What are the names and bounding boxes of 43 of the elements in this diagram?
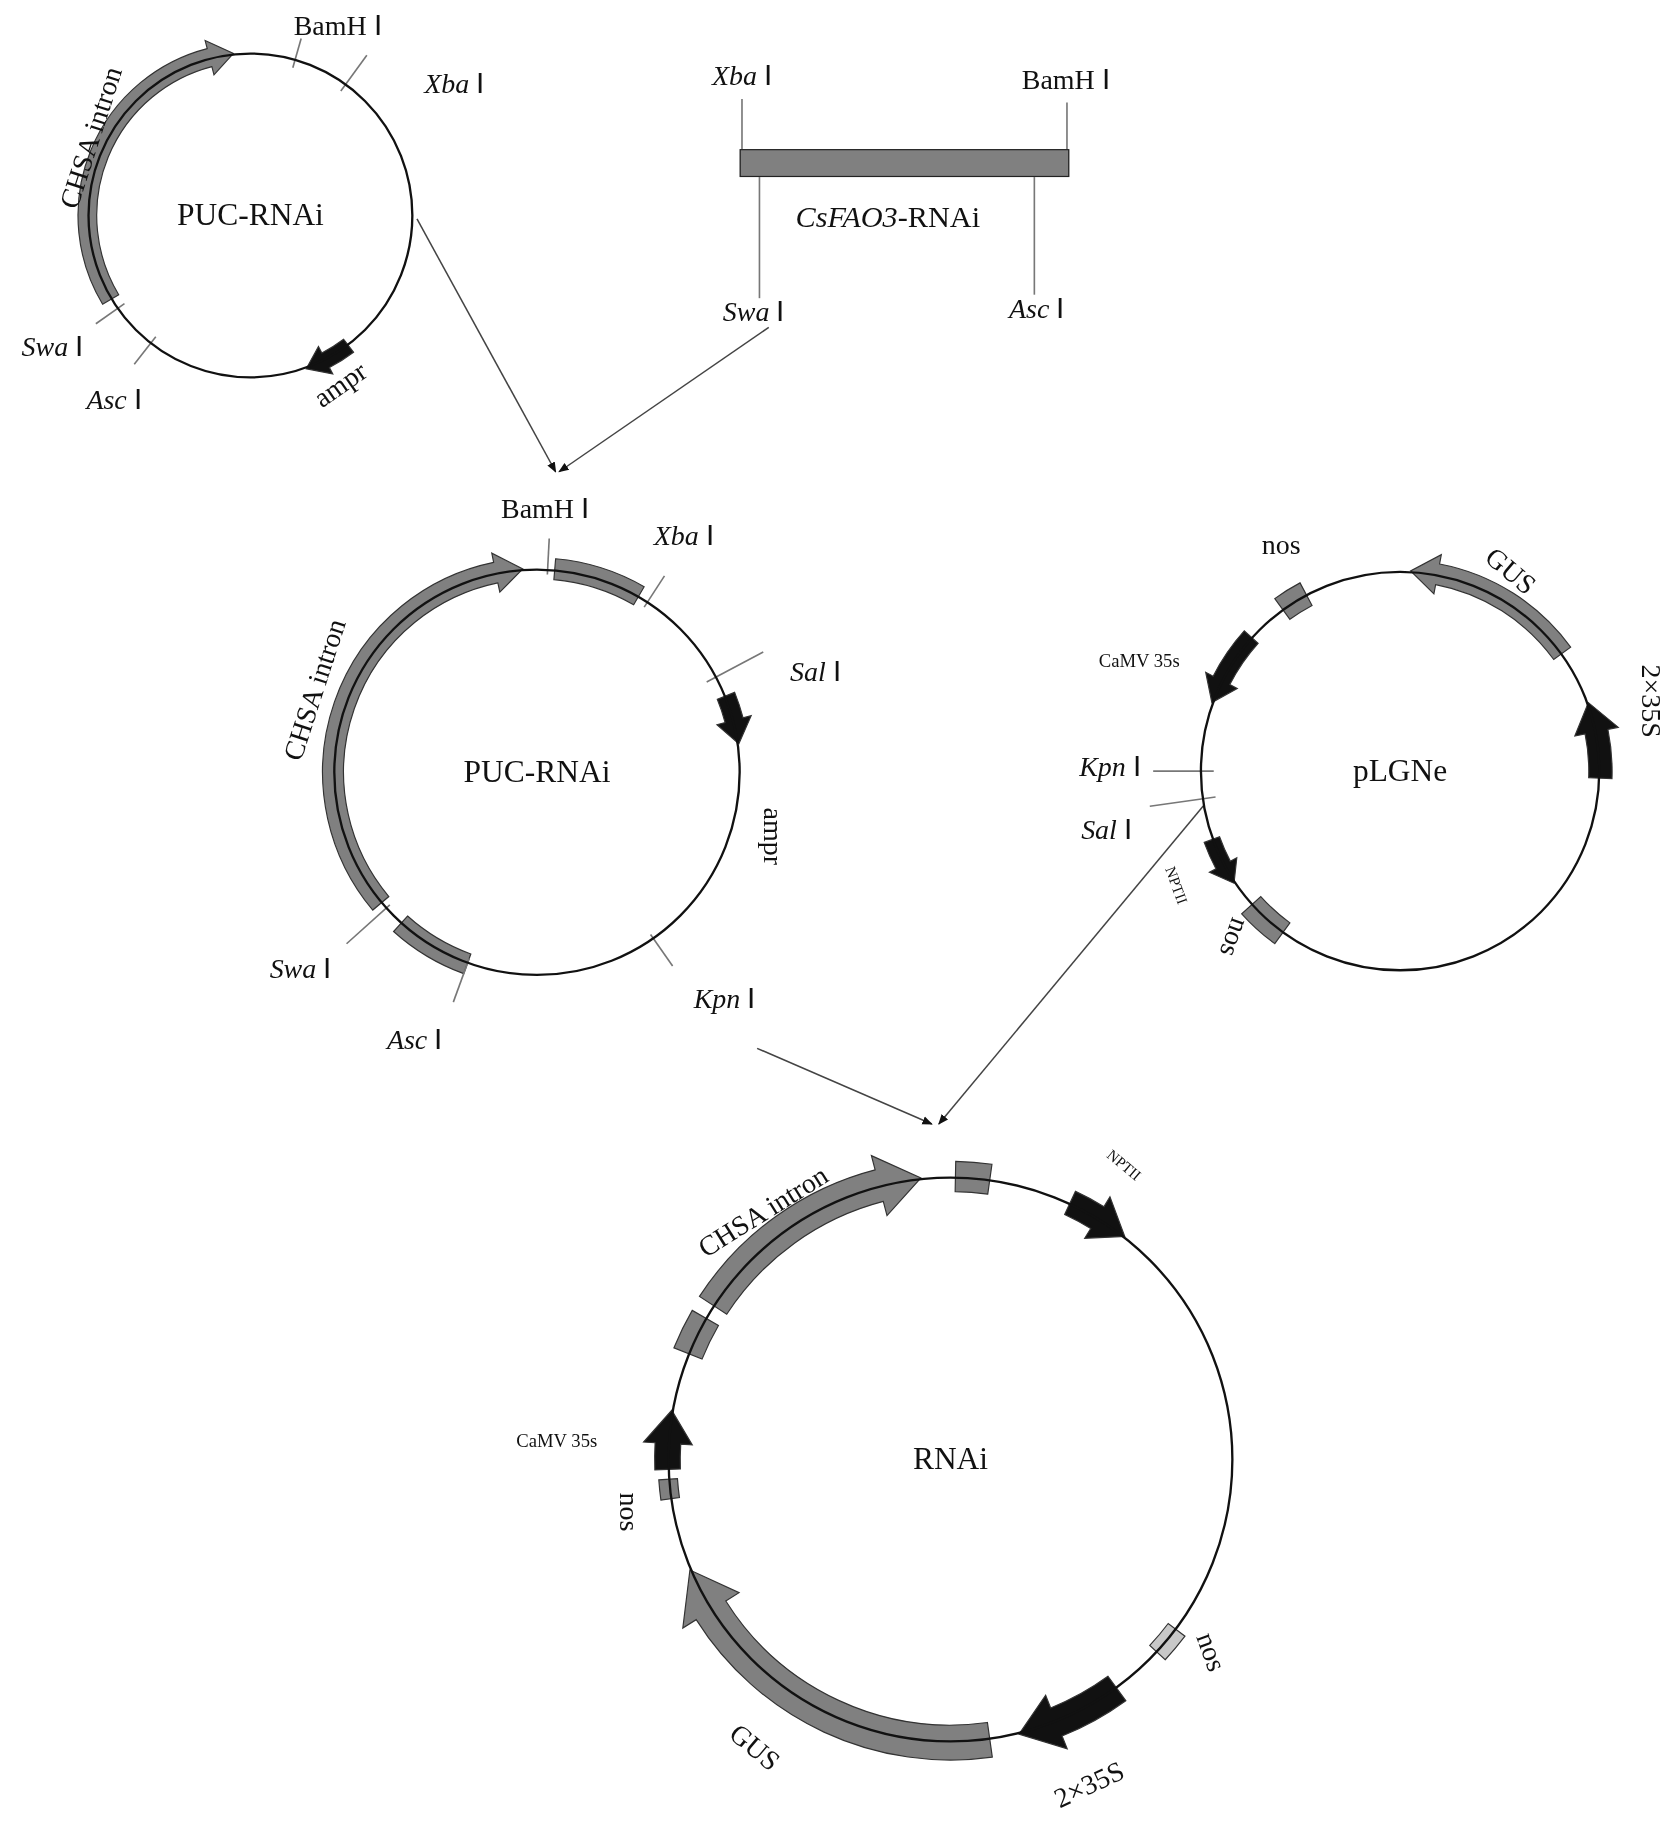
plasmid-name: PUC-RNAi <box>463 756 611 788</box>
site-label: BamH Ⅰ <box>293 11 382 40</box>
site-label: Kpn Ⅰ <box>693 984 756 1013</box>
feature-label: ampr <box>759 807 788 866</box>
site-line <box>758 176 761 299</box>
plasmid-name: pLGNe <box>1352 755 1448 787</box>
arrow <box>756 1047 933 1125</box>
site-label: Asc Ⅰ <box>386 1026 443 1055</box>
feature-label: CHSA intron <box>54 63 127 212</box>
site-label: Asc Ⅰ <box>86 385 142 414</box>
feature-label: CHSA intron <box>278 615 351 764</box>
feature-label: CaMV 35s <box>1098 652 1180 671</box>
feature-label: nos <box>1191 1628 1232 1675</box>
site-label: Xba Ⅰ <box>653 521 714 550</box>
site-label: Kpn Ⅰ <box>1079 752 1141 781</box>
feature-label: 2×35S <box>1050 1756 1129 1813</box>
feature-label: CHSA intron <box>693 1160 833 1263</box>
feature-label: nos <box>1261 531 1301 560</box>
site-label: BamH Ⅰ <box>501 495 590 523</box>
site-label: Swa Ⅰ <box>722 298 785 327</box>
feature-label: NPTII <box>1162 864 1191 907</box>
arrow <box>938 805 1204 1125</box>
plasmid-name: RNAi <box>912 1443 989 1476</box>
feature-label: 2×35S <box>1637 664 1666 738</box>
arrow <box>558 326 770 473</box>
feature-label: ampr <box>308 356 372 413</box>
site-label: Swa Ⅰ <box>269 955 332 984</box>
feature-label: GUS <box>724 1718 786 1776</box>
site-label: BamH Ⅰ <box>1021 65 1110 94</box>
site-label: Sal Ⅰ <box>1081 815 1132 844</box>
plasmid-name: PUC-RNAi <box>177 199 324 232</box>
site-label: Xba Ⅰ <box>711 61 773 90</box>
fragment-name: CsFAO3-RNAi <box>795 202 981 233</box>
site-line <box>1033 176 1036 296</box>
feature-label: CaMV 35s <box>516 1431 598 1451</box>
site-label: Xba Ⅰ <box>424 69 485 98</box>
site-label: Asc Ⅰ <box>1008 294 1065 323</box>
site-label: Swa Ⅰ <box>21 333 84 362</box>
arrow <box>416 218 557 473</box>
feature-label: nos <box>615 1492 643 1532</box>
feature-label: nos <box>1214 914 1255 961</box>
site-label: Sal Ⅰ <box>789 658 841 687</box>
feature-label: GUS <box>1480 542 1542 600</box>
